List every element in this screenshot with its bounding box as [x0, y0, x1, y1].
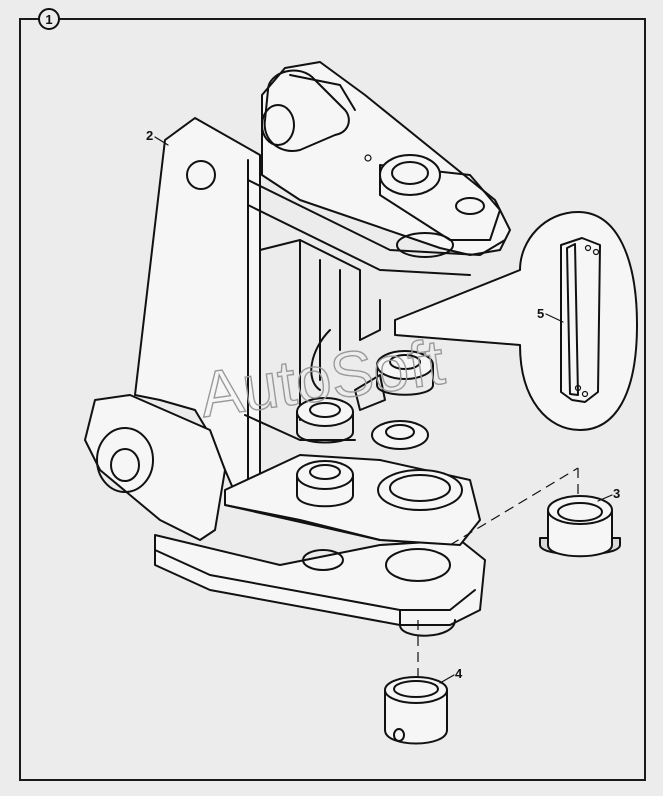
swing-bracket-part-2 — [84, 61, 511, 637]
callout-5-label: 5 — [537, 306, 544, 321]
bushing-part-3: 3 — [449, 467, 621, 558]
figure-index-badge: 1 — [38, 8, 60, 30]
figure-index-label: 1 — [45, 12, 52, 27]
callout-3-label: 3 — [613, 486, 620, 501]
callout-2: 2 — [146, 128, 169, 146]
callout-2-label: 2 — [146, 128, 153, 143]
bushing-part-4: 4 — [384, 620, 463, 745]
callout-4-label: 4 — [455, 666, 463, 681]
detail-bubble-part-5: 5 — [394, 211, 638, 431]
